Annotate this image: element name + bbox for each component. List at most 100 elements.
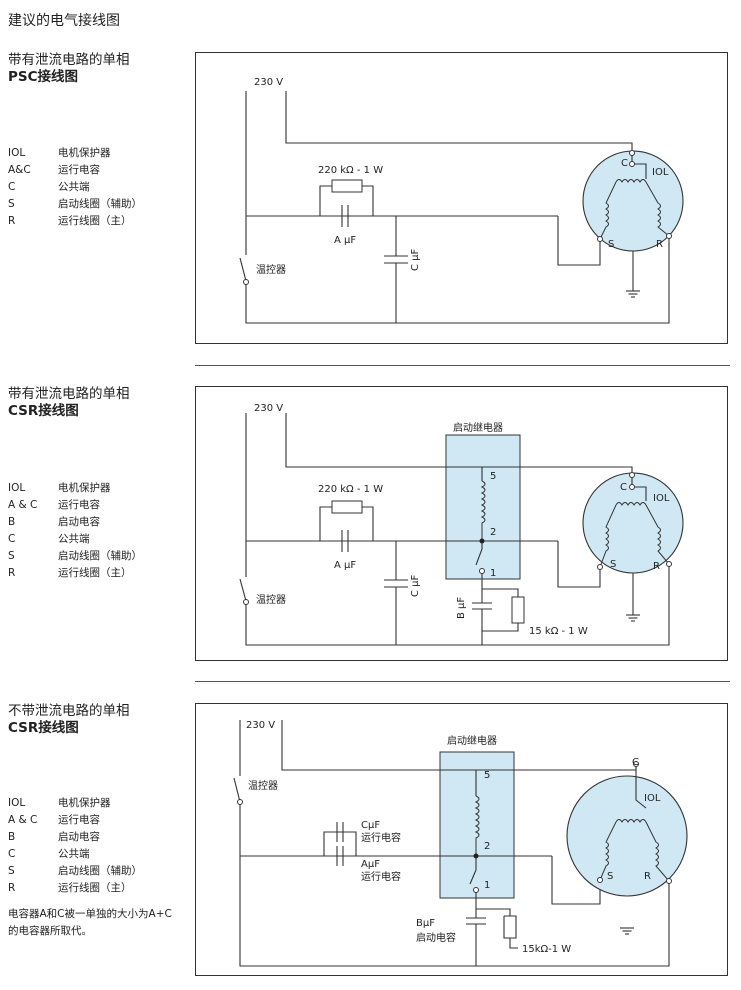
cap-b-desc: 启动电容 bbox=[416, 931, 456, 944]
page-title: 建议的电气接线图 bbox=[8, 13, 120, 29]
cap-a-label: A μF bbox=[334, 235, 356, 246]
terminal-s-label: S bbox=[608, 239, 614, 250]
thermostat-switch bbox=[239, 578, 247, 602]
terminal-s-label: S bbox=[610, 559, 616, 570]
terminal-r-dot bbox=[666, 561, 672, 567]
relay-contact bbox=[475, 548, 483, 566]
legend-key: A&C bbox=[8, 164, 31, 176]
thermostat-label: 温控器 bbox=[256, 263, 286, 276]
terminal-c-inner bbox=[629, 484, 635, 490]
wire bbox=[285, 413, 633, 475]
wire bbox=[557, 216, 601, 266]
cap-c-label: C μF bbox=[410, 574, 421, 597]
legend-key: B bbox=[8, 516, 16, 528]
legend-key: A & C bbox=[8, 814, 38, 826]
iol-coil bbox=[615, 819, 647, 823]
switch-contact bbox=[243, 279, 249, 285]
cap-a-desc: 运行电容 bbox=[361, 870, 401, 883]
legend-key: IOL bbox=[8, 147, 26, 159]
legend-value: 运行电容 bbox=[58, 499, 100, 511]
legend-value: 公共端 bbox=[58, 533, 90, 545]
legend-key: C bbox=[8, 533, 16, 545]
legend-key: S bbox=[8, 550, 15, 562]
relay-terminal-1 bbox=[479, 568, 485, 574]
section-divider bbox=[195, 681, 730, 682]
terminal-s-dot bbox=[597, 564, 603, 570]
thermostat-switch bbox=[233, 777, 241, 803]
bleed-resistor-label: 15 kΩ - 1 W bbox=[529, 626, 588, 637]
relay-terminal-1-label: 1 bbox=[484, 880, 490, 891]
csr-no-bleed-wiring-diagram: 启动继电器 CμF 运行电容 AμF 运行电容 温控器 230 V 5 2 1 bbox=[233, 720, 688, 967]
legend-value: 公共端 bbox=[58, 181, 90, 193]
run-winding bbox=[645, 181, 670, 237]
bleed-resistor bbox=[511, 596, 525, 624]
start-winding bbox=[599, 821, 617, 881]
legend-row: C 公共端 bbox=[8, 531, 142, 548]
wire bbox=[509, 938, 518, 949]
legend-value: 公共端 bbox=[58, 848, 90, 860]
terminal-c-dot bbox=[629, 150, 635, 156]
cap-b-label: BμF bbox=[416, 918, 435, 929]
wire bbox=[245, 236, 670, 324]
cap-c-label: CμF bbox=[361, 820, 380, 831]
junction-dot bbox=[479, 538, 485, 544]
section-2-title-line2: CSR接线图 bbox=[8, 403, 79, 419]
terminal-c-label: C bbox=[620, 482, 627, 493]
resistor-label: 220 kΩ - 1 W bbox=[318, 165, 383, 176]
cap-a-label: A μF bbox=[334, 560, 356, 571]
relay-terminal-2-label: 2 bbox=[490, 527, 496, 538]
thermostat-label: 温控器 bbox=[256, 593, 286, 606]
wire bbox=[557, 541, 601, 588]
cap-b-label: B μF bbox=[456, 597, 467, 619]
legend-key: C bbox=[8, 848, 16, 860]
iol-label: IOL bbox=[653, 493, 670, 504]
csr-bleed-wiring-diagram: 启动继电器 5 2 1 B μF 15 kΩ - 1 W 220 kΩ - 1 … bbox=[239, 403, 684, 646]
relay-terminal-1 bbox=[473, 887, 479, 893]
legend-value: 启动线圈（辅助） bbox=[58, 865, 142, 877]
relay-terminal-5-label: 5 bbox=[484, 770, 490, 781]
voltage-label: 230 V bbox=[246, 720, 275, 731]
resistor-220k bbox=[331, 500, 363, 514]
wire bbox=[323, 831, 357, 856]
motor-housing bbox=[566, 775, 688, 897]
legend-value: 启动电容 bbox=[58, 831, 100, 843]
terminal-c-label: C bbox=[621, 158, 628, 169]
resistor-220k bbox=[331, 179, 363, 193]
section-1-title-line2: PSC接线图 bbox=[8, 69, 79, 85]
bleed-resistor bbox=[503, 915, 517, 939]
iol-lead bbox=[632, 486, 647, 501]
run-winding bbox=[645, 504, 670, 565]
legend-value: 运行电容 bbox=[58, 164, 100, 176]
wire bbox=[245, 564, 670, 646]
csr-no-bleed-diagram-panel: 启动继电器 CμF 运行电容 AμF 运行电容 温控器 230 V 5 2 1 bbox=[195, 703, 728, 976]
legend-key: S bbox=[8, 198, 15, 210]
voltage-label: 230 V bbox=[254, 403, 283, 414]
legend-key: B bbox=[8, 831, 16, 843]
voltage-label: 230 V bbox=[254, 77, 283, 88]
psc-diagram-panel: 220 kΩ - 1 W A μF C μF 温控器 230 V C IOL S… bbox=[195, 52, 728, 344]
terminal-s-dot bbox=[597, 877, 603, 883]
legend-value: 电机保护器 bbox=[58, 797, 111, 809]
legend-value: 运行线圈（主） bbox=[58, 215, 132, 227]
section-3-title: 不带泄流电路的单相 CSR接线图 bbox=[8, 703, 130, 737]
wire bbox=[285, 91, 633, 153]
section-divider bbox=[195, 365, 730, 366]
cap-a-label: AμF bbox=[361, 859, 380, 870]
switch-contact bbox=[237, 799, 243, 805]
iol-coil bbox=[615, 179, 647, 183]
legend-value: 运行电容 bbox=[58, 814, 100, 826]
terminal-r-label: R bbox=[644, 871, 651, 882]
ground-icon bbox=[626, 614, 640, 622]
legend-key: IOL bbox=[8, 482, 26, 494]
thermostat-label: 温控器 bbox=[248, 779, 278, 792]
legend-key: IOL bbox=[8, 797, 26, 809]
relay-terminal-1-label: 1 bbox=[490, 568, 496, 579]
